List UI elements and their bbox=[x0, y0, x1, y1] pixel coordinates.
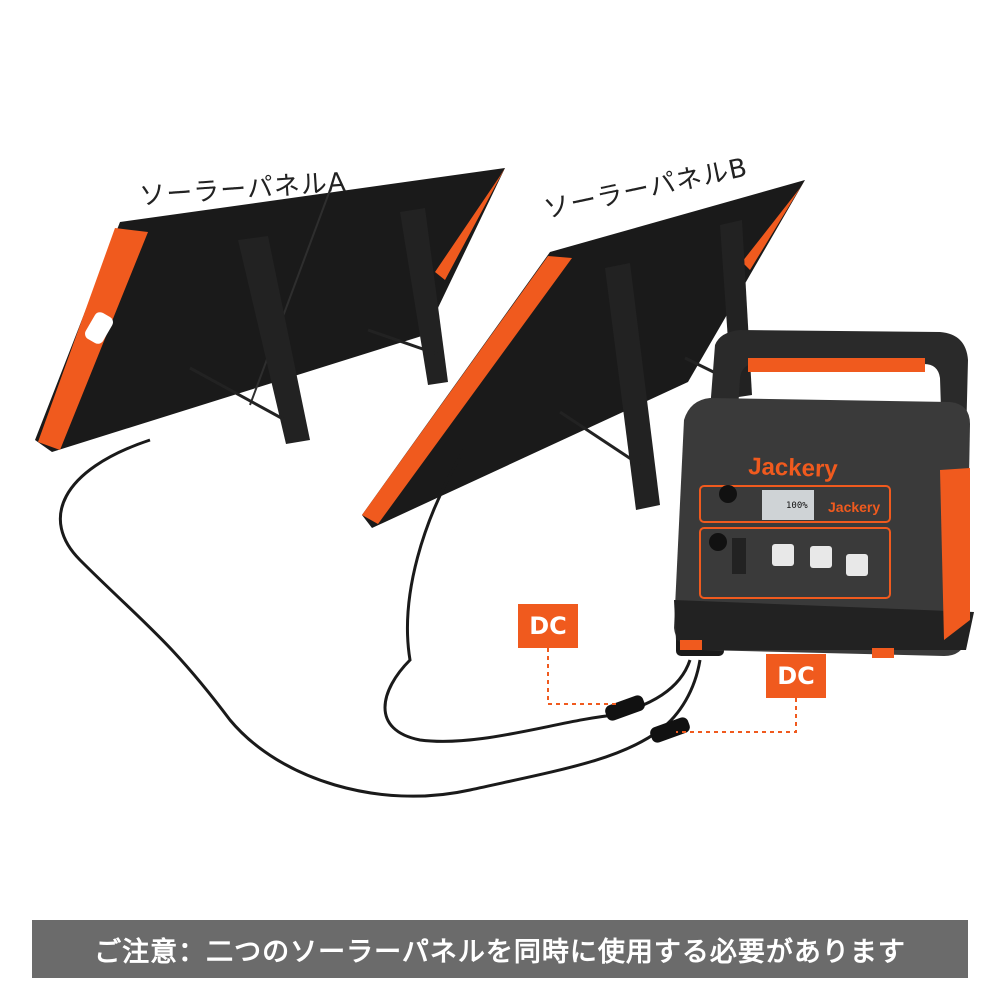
notice-banner: ご注意：二つのソーラーパネルを同時に使用する必要があります bbox=[32, 920, 968, 978]
display-value: 100% bbox=[786, 501, 808, 511]
brand-top: Jackery bbox=[748, 453, 839, 483]
dc-badge-2: DC bbox=[766, 654, 826, 698]
brand-front: Jackery bbox=[828, 499, 880, 515]
power-station bbox=[674, 330, 974, 658]
solar-panel-a bbox=[35, 168, 505, 452]
dc-leader-lines bbox=[547, 648, 797, 733]
dc-badge-1: DC bbox=[518, 604, 578, 648]
solar-panel-b bbox=[362, 180, 805, 528]
